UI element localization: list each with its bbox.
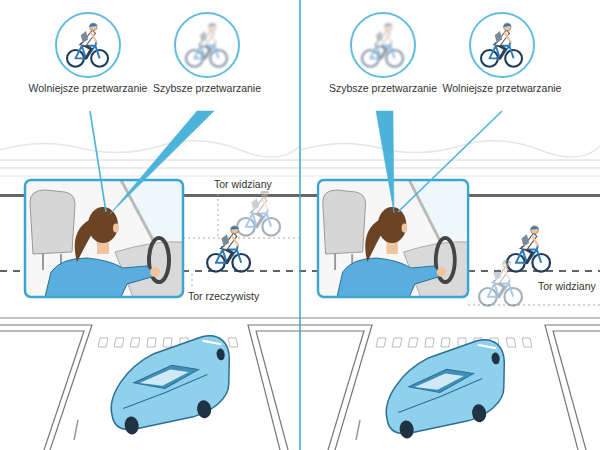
path-label: Tor rzeczywisty (186, 290, 261, 303)
processing-circle: Wolniejsze przetwarzanie (27, 10, 150, 95)
cyclist-icon (53, 10, 123, 80)
processing-circle: Wolniejsze przetwarzanie (441, 10, 564, 95)
path-label: Tor widziany (212, 178, 274, 191)
cyclist-icon (348, 10, 418, 80)
cyclist-icon (172, 10, 242, 80)
processing-circle: Szybsze przetwarzanie (151, 10, 263, 95)
circle-caption: Wolniejsze przetwarzanie (27, 82, 150, 95)
circle-caption: Szybsze przetwarzanie (151, 82, 263, 95)
circle-caption: Szybsze przetwarzanie (327, 82, 439, 95)
circle-caption: Wolniejsze przetwarzanie (441, 82, 564, 95)
processing-circle: Szybsze przetwarzanie (327, 10, 439, 95)
path-label: Tor widziany (536, 280, 598, 293)
cyclist-icon (467, 10, 537, 80)
